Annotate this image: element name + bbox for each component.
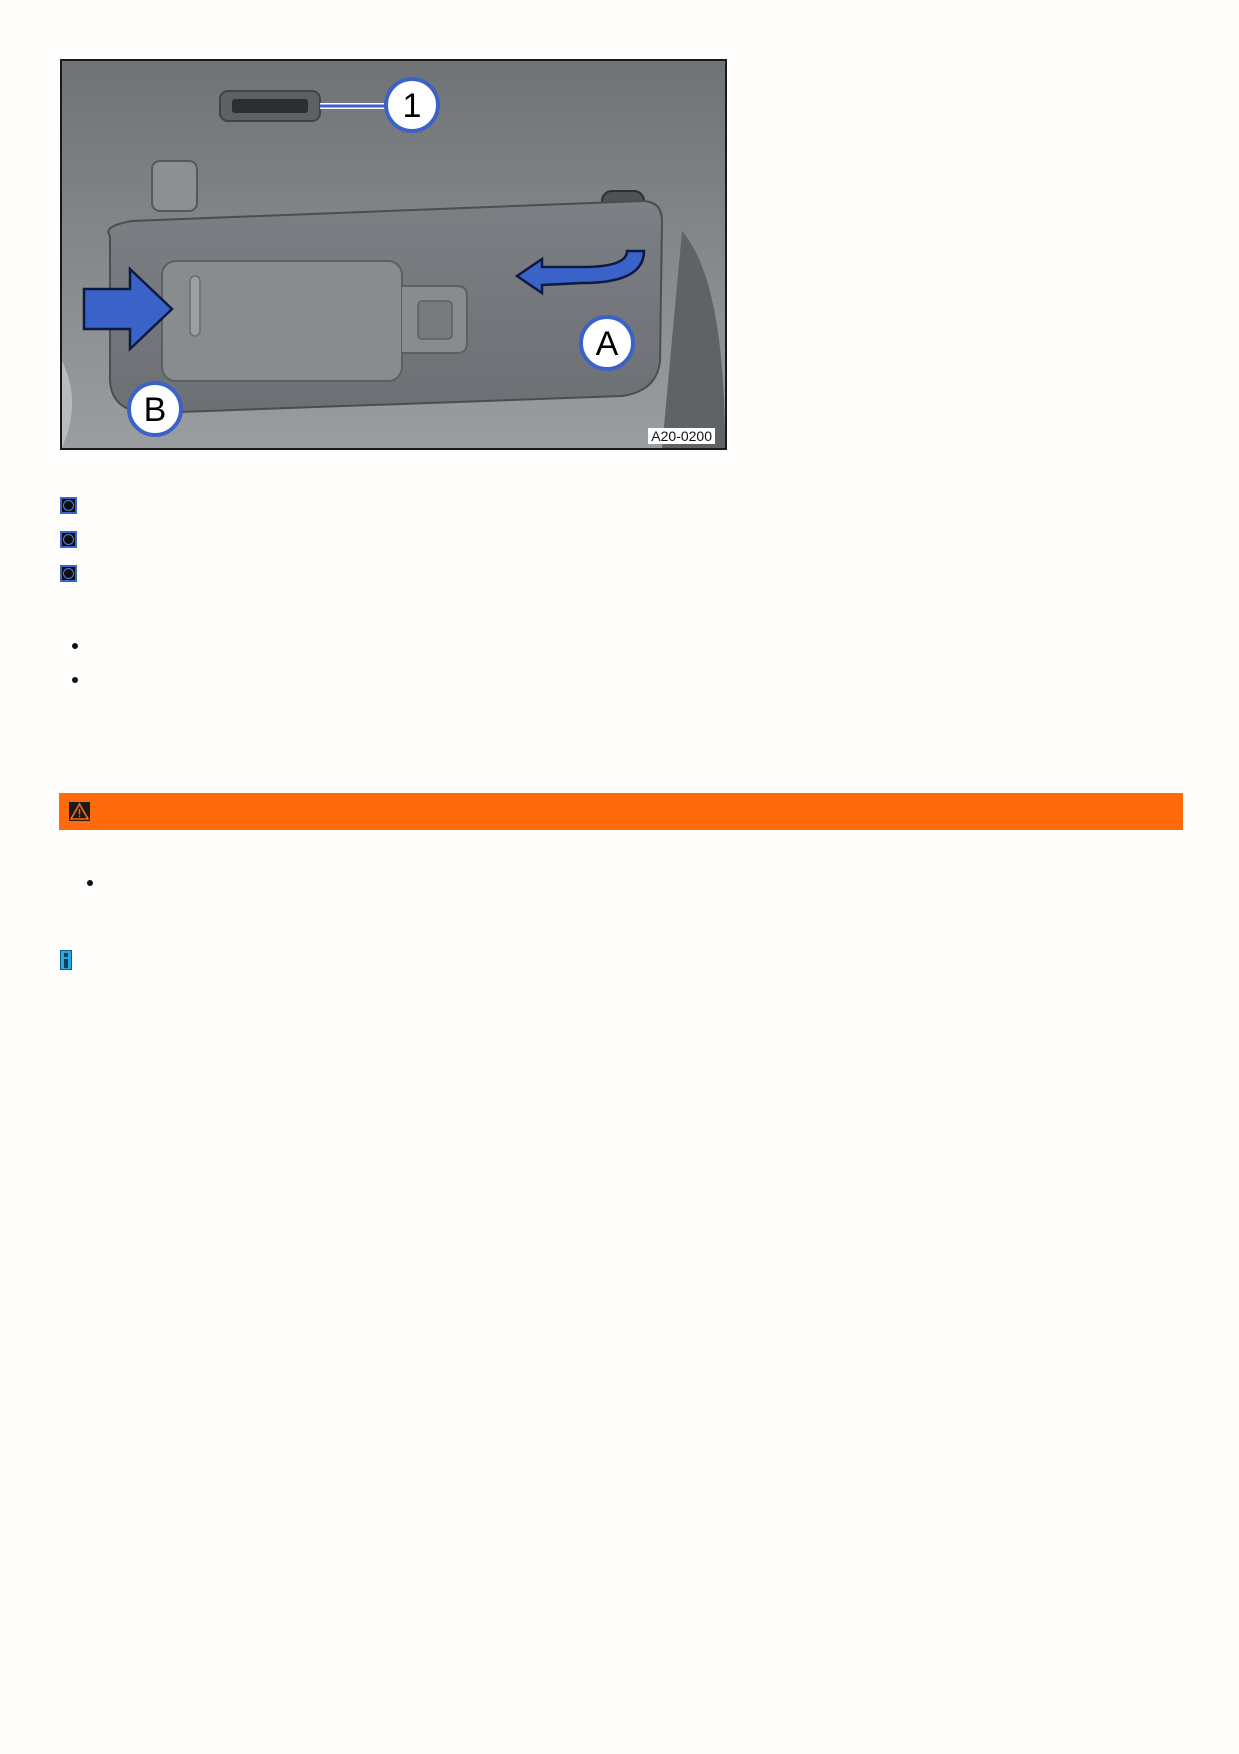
- roof-lamp-lens: [232, 99, 308, 113]
- bullet-dot-icon: [87, 880, 93, 886]
- mirror-cover-tab-recess: [417, 300, 453, 340]
- visor-clip: [151, 160, 198, 212]
- pillar-left: [62, 361, 72, 448]
- arrow-a: [514, 249, 646, 296]
- sun-visor-figure: 1 A B A20-0200: [60, 59, 727, 450]
- warning-header-bar: [59, 793, 1183, 830]
- square-bullet-icon: [60, 565, 77, 582]
- pillar-right: [662, 231, 725, 448]
- callout-b-label: B: [144, 391, 167, 429]
- callout-1: 1: [384, 77, 440, 133]
- square-bullet-icon: [60, 531, 77, 548]
- callout-a-label: A: [596, 325, 619, 363]
- bullet-dot-icon: [72, 643, 78, 649]
- arrow-b: [82, 266, 174, 352]
- square-bullet-icon: [60, 497, 77, 514]
- callout-b: B: [127, 381, 183, 437]
- callout-a: A: [579, 315, 635, 371]
- sun-visor-illustration: 1 A B: [62, 61, 725, 448]
- bullet-dot-icon: [72, 677, 78, 683]
- warning-triangle-icon: [69, 802, 90, 821]
- mirror-cover-grip: [189, 275, 201, 337]
- image-id: A20-0200: [648, 428, 715, 444]
- info-icon: [60, 950, 72, 970]
- callout-1-label: 1: [403, 87, 422, 125]
